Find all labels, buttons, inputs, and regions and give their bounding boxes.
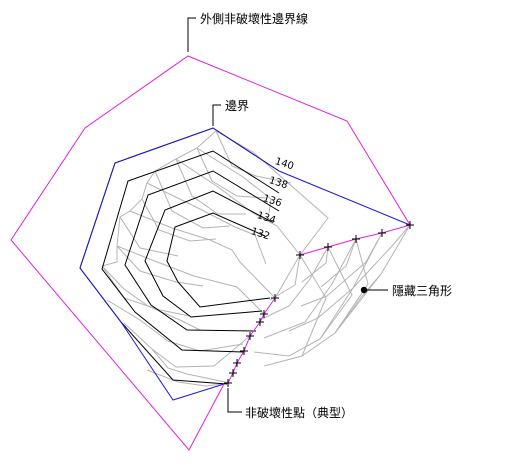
boundary-line [79,127,411,401]
contour-label-134: 134 [255,210,277,226]
point-marker [260,310,268,318]
point-marker [352,235,360,243]
hidden-triangle-label: 隱藏三角形 [392,284,452,298]
outer-boundary-label: 外側非破壞性邊界線 [200,11,308,26]
boundary-leader [212,104,221,126]
boundary-label: 邊界 [225,99,249,113]
hidden-triangle-dot [360,286,368,294]
point-marker [324,243,332,251]
point-marker [378,229,386,237]
breakline-bottom [227,297,276,384]
point-marker [240,347,248,355]
contour-label-136: 136 [261,193,283,209]
point-marker [229,369,237,377]
point-marker [246,332,254,340]
outer-boundary-leader [187,17,196,52]
contour-line-134 [144,190,273,318]
callout-leaders [187,17,388,413]
point-marker [271,294,279,302]
contour-line-136 [124,170,280,332]
contour-line-138 [101,150,280,353]
point-marker [256,318,264,326]
contour-label-138: 138 [267,175,289,191]
point-marker [296,251,304,259]
hidden-triangles [101,130,411,387]
nonbreaking-points [224,221,414,387]
contour-label-132: 132 [249,226,271,242]
point-marker [224,379,232,387]
outer-boundary-line [10,55,411,451]
nonbreaking-point-label: 非破壞性點（典型） [245,405,353,420]
point-marker [233,359,241,367]
nonbreaking-point-leader [227,388,242,413]
point-marker [406,221,414,229]
contour-line-132 [166,212,271,308]
